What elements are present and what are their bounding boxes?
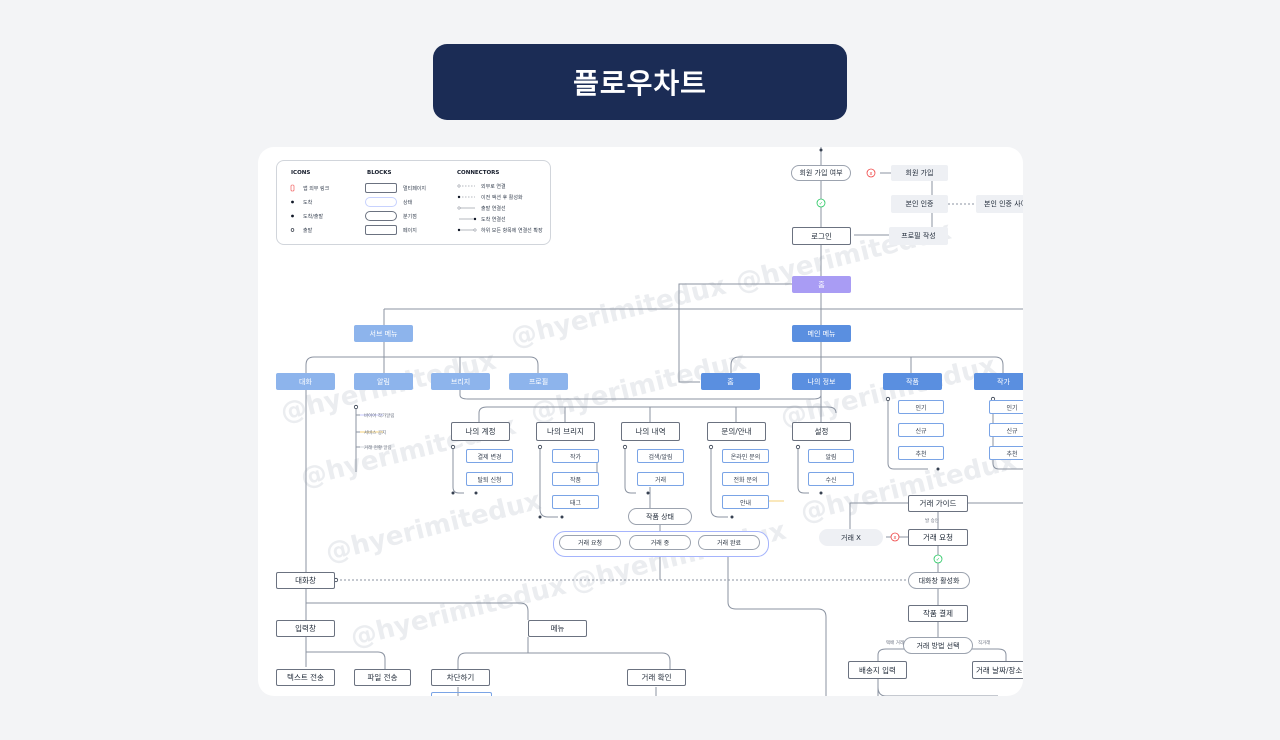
bridge-tag-sub[interactable]: 태그 bbox=[552, 495, 599, 509]
trade-request-page[interactable]: 거래 요청 bbox=[908, 529, 968, 546]
trade-sub[interactable]: 거래 bbox=[637, 472, 684, 486]
svg-text:x: x bbox=[894, 535, 897, 541]
work-status-state[interactable]: 작품 상태 bbox=[628, 508, 692, 525]
trade-done-state[interactable]: 거래 완료 bbox=[698, 535, 760, 550]
identity-verify-node[interactable]: 본인 인증 bbox=[891, 195, 948, 213]
block-page[interactable]: 차단하기 bbox=[431, 669, 490, 686]
alarm-node[interactable]: 알림 bbox=[354, 373, 413, 390]
profile-node[interactable]: 프로필 bbox=[509, 373, 568, 390]
trade-confirm-page[interactable]: 거래 확인 bbox=[627, 669, 686, 686]
work-recommend-sub[interactable]: 추천 bbox=[898, 446, 944, 460]
bridge-node[interactable]: 브리지 bbox=[431, 373, 490, 390]
online-inquiry-sub[interactable]: 온라인 문의 bbox=[722, 449, 769, 463]
work-new-sub[interactable]: 신규 bbox=[898, 423, 944, 437]
legend-connector-label: 외부로 연결 bbox=[481, 184, 506, 190]
legend-connectors-title: CONNECTORS bbox=[457, 170, 500, 176]
x-icon: x bbox=[866, 168, 876, 178]
work-pay-page[interactable]: 작품 결제 bbox=[908, 605, 968, 622]
bridge-artist-sub[interactable]: 작가 bbox=[552, 449, 599, 463]
legend-block-swatch bbox=[365, 183, 397, 193]
flowchart-canvas: @hyerimitedux @hyerimitedux @hyerimitedu… bbox=[258, 147, 1023, 696]
legend-block-label: 분기점 bbox=[403, 214, 417, 220]
inquiry-page[interactable]: 문의/안내 bbox=[707, 422, 766, 441]
legend-glyphs bbox=[290, 184, 477, 232]
login-page[interactable]: 로그인 bbox=[792, 227, 851, 245]
trade-request-state[interactable]: 거래 요청 bbox=[559, 535, 621, 550]
home-node[interactable]: 홈 bbox=[792, 276, 851, 293]
delivery-input-page[interactable]: 배송지 입력 bbox=[848, 661, 907, 679]
trade-x-state[interactable]: 거래 X bbox=[819, 529, 883, 546]
signup-node[interactable]: 회원 가입 bbox=[891, 165, 948, 181]
block-sub-partial bbox=[431, 692, 492, 696]
legend-block-label: 페이지 bbox=[403, 228, 417, 234]
phone-inquiry-sub[interactable]: 전화 문의 bbox=[722, 472, 769, 486]
artist-new-sub[interactable]: 신규 bbox=[989, 423, 1023, 437]
trading-state[interactable]: 거래 중 bbox=[629, 535, 691, 550]
check-icon: ✓ bbox=[816, 198, 826, 208]
page-title: 플로우차트 bbox=[433, 44, 847, 120]
svg-text:x: x bbox=[870, 171, 873, 177]
legend-icon-label: 도착 bbox=[303, 200, 313, 206]
legend-panel: ICONS 앱 외부 링크 도착 도착/출발 출발 BLOCKS 멀티페이지 상… bbox=[276, 160, 551, 245]
legend-icons-title: ICONS bbox=[291, 170, 311, 176]
identity-site-node[interactable]: 본인 인증 사이트 bbox=[976, 195, 1023, 213]
my-bridge-page[interactable]: 나의 브리지 bbox=[536, 422, 595, 441]
pay-change-sub[interactable]: 결제 변경 bbox=[466, 449, 513, 463]
check-icon: ✓ bbox=[933, 554, 943, 564]
sub-menu-node[interactable]: 서브 메뉴 bbox=[354, 325, 413, 342]
trade-date-place-page[interactable]: 거래 날짜/장소 예약 bbox=[972, 661, 1023, 679]
legend-icon-label: 도착/출발 bbox=[303, 214, 324, 220]
profile-write-node[interactable]: 프로필 작성 bbox=[889, 227, 948, 245]
my-history-page[interactable]: 나의 내역 bbox=[621, 422, 680, 441]
legend-block-swatch bbox=[365, 211, 397, 221]
trade-method-decision[interactable]: 거래 방법 선택 bbox=[903, 637, 973, 654]
signup-check-decision[interactable]: 회원 가입 여부 bbox=[791, 165, 851, 181]
my-info-node[interactable]: 나의 정보 bbox=[792, 373, 851, 390]
legend-connector-label: 이전 액션 후 활성화 bbox=[481, 195, 523, 201]
withdraw-sub[interactable]: 탈퇴 신청 bbox=[466, 472, 513, 486]
settings-receive-sub[interactable]: 수신 bbox=[808, 472, 854, 486]
approval-label: 발 승인 bbox=[925, 519, 939, 524]
artist-popular-sub[interactable]: 인기 bbox=[989, 400, 1023, 414]
bridge-work-sub[interactable]: 작품 bbox=[552, 472, 599, 486]
artist-node[interactable]: 작가 bbox=[974, 373, 1023, 390]
trade-guide-page[interactable]: 거래 가이드 bbox=[908, 495, 968, 512]
settings-alarm-sub[interactable]: 알림 bbox=[808, 449, 854, 463]
file-send-page[interactable]: 파일 전송 bbox=[354, 669, 411, 686]
main-menu-node[interactable]: 메인 메뉴 bbox=[792, 325, 851, 342]
legend-connector-label: 하위 모든 항목에 연결선 확장 bbox=[481, 228, 543, 234]
legend-block-label: 상태 bbox=[403, 200, 413, 206]
settings-page[interactable]: 설정 bbox=[792, 422, 851, 441]
x-icon: x bbox=[890, 532, 900, 542]
input-box-page[interactable]: 입력창 bbox=[276, 620, 335, 637]
ship-label: 택배 거래 bbox=[886, 641, 904, 646]
legend-icon-label: 출발 bbox=[303, 228, 313, 234]
alarm-item: 바이어 작가알림 bbox=[364, 414, 395, 419]
chatroom-page[interactable]: 대화창 bbox=[276, 572, 335, 589]
legend-block-label: 멀티페이지 bbox=[403, 186, 427, 192]
legend-blocks-title: BLOCKS bbox=[367, 170, 392, 176]
alarm-item: 서비스 공지 bbox=[364, 431, 387, 436]
legend-connector-label: 도착 연결선 bbox=[481, 217, 506, 223]
guide-sub[interactable]: 안내 bbox=[722, 495, 769, 509]
legend-block-swatch bbox=[365, 197, 397, 207]
direct-label: 직거래 bbox=[978, 641, 991, 646]
text-send-page[interactable]: 텍스트 전송 bbox=[276, 669, 335, 686]
artist-recommend-sub[interactable]: 추천 bbox=[989, 446, 1023, 460]
home-tab-node[interactable]: 홈 bbox=[701, 373, 760, 390]
alarm-item: 거래 현황 알림 bbox=[364, 446, 392, 451]
svg-text:✓: ✓ bbox=[936, 557, 940, 563]
legend-connector-label: 출발 연결선 bbox=[481, 206, 506, 212]
chat-node[interactable]: 대화 bbox=[276, 373, 335, 390]
chat-activate-state[interactable]: 대화창 활성화 bbox=[908, 572, 970, 589]
my-account-page[interactable]: 나의 계정 bbox=[451, 422, 510, 441]
legend-block-swatch bbox=[365, 225, 397, 235]
legend-icon-label: 앱 외부 링크 bbox=[303, 186, 330, 192]
svg-text:✓: ✓ bbox=[819, 201, 823, 207]
search-alarm-sub[interactable]: 검색/알림 bbox=[637, 449, 684, 463]
menu-page[interactable]: 메뉴 bbox=[528, 620, 587, 637]
work-popular-sub[interactable]: 인기 bbox=[898, 400, 944, 414]
work-node[interactable]: 작품 bbox=[883, 373, 942, 390]
